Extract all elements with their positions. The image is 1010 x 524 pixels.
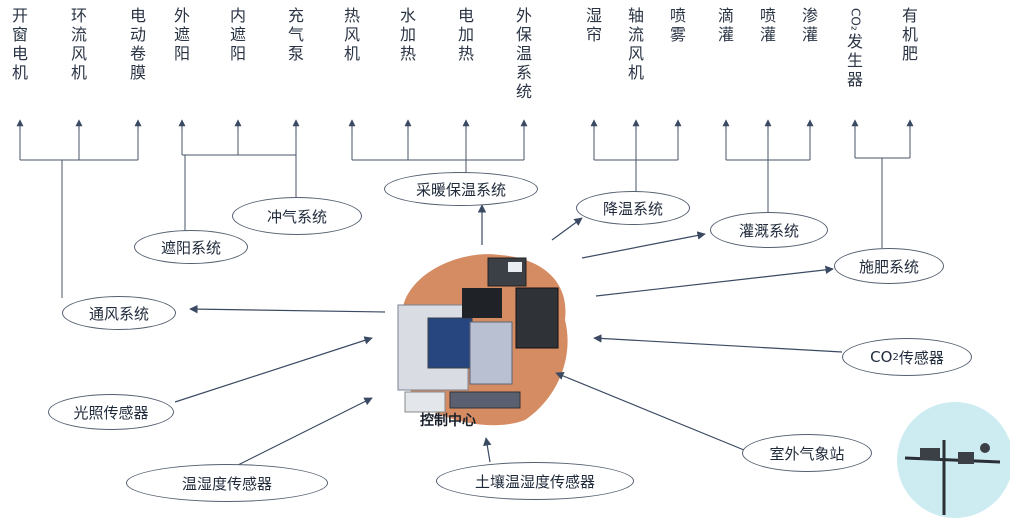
arrow-from-weather-station bbox=[555, 371, 745, 451]
device-label-d16: 渗灌 bbox=[801, 6, 818, 44]
device-label-d5: 内遮阳 bbox=[229, 6, 246, 63]
arrow-to-fertilization bbox=[595, 265, 834, 297]
bracket-cooling bbox=[593, 130, 679, 192]
device-label-d12: 轴流风机 bbox=[627, 6, 644, 82]
arrow-to-ventilation bbox=[189, 304, 386, 314]
bracket-irrigation bbox=[725, 130, 811, 213]
arrow-to-irrigation bbox=[581, 231, 706, 259]
device-label-d4: 外遮阳 bbox=[173, 6, 190, 63]
sensor-air-temp-humidity: 温湿度传感器 bbox=[126, 464, 328, 502]
device-label-d14: 滴灌 bbox=[717, 6, 734, 44]
computer-icon bbox=[397, 257, 559, 413]
device-label-d7: 热风机 bbox=[343, 6, 360, 63]
system-cooling: 降温系统 bbox=[576, 191, 690, 225]
bracket-fertilization bbox=[854, 130, 911, 248]
bracket-shading bbox=[181, 130, 297, 232]
device-label-d1: 开窗电机 bbox=[11, 6, 28, 82]
system-heating: 采暖保温系统 bbox=[384, 172, 538, 206]
arrow-from-co2-sensor bbox=[593, 334, 843, 353]
system-fertilization: 施肥系统 bbox=[834, 248, 944, 284]
bracket-heating bbox=[351, 130, 525, 173]
arrow-from-soil-sensor bbox=[483, 437, 492, 463]
device-label-d10: 外保温系统 bbox=[515, 6, 532, 101]
device-label-d15: 喷灌 bbox=[759, 6, 776, 44]
arrow-from-air-sensor bbox=[237, 397, 373, 466]
arrow-from-light-sensor bbox=[174, 336, 373, 403]
device-label-d11: 湿帘 bbox=[585, 6, 602, 44]
device-label-d3: 电动卷膜 bbox=[129, 6, 146, 82]
bracket-ventilation bbox=[19, 130, 139, 298]
device-label-d9: 电加热 bbox=[457, 6, 474, 63]
device-label-d13: 喷雾 bbox=[669, 6, 686, 44]
device-label-d2: 环流风机 bbox=[70, 6, 87, 82]
device-label-d6: 充气泵 bbox=[287, 6, 304, 63]
sensor-soil-temp-humidity: 土壤温湿度传感器 bbox=[436, 462, 634, 500]
device-label-d18: 有机肥 bbox=[901, 6, 918, 63]
system-ventilation: 通风系统 bbox=[62, 296, 176, 330]
system-inflation: 冲气系统 bbox=[232, 197, 362, 235]
sensor-weather-station: 室外气象站 bbox=[742, 434, 872, 472]
system-irrigation: 灌溉系统 bbox=[710, 212, 828, 248]
device-label-d8: 水加热 bbox=[399, 6, 416, 63]
system-shading: 遮阳系统 bbox=[134, 230, 248, 264]
arrow-to-cooling bbox=[551, 217, 583, 241]
control-center-label: 控制中心 bbox=[420, 413, 476, 429]
sensor-light: 光照传感器 bbox=[48, 394, 174, 430]
weather-station-icon bbox=[897, 402, 1010, 518]
